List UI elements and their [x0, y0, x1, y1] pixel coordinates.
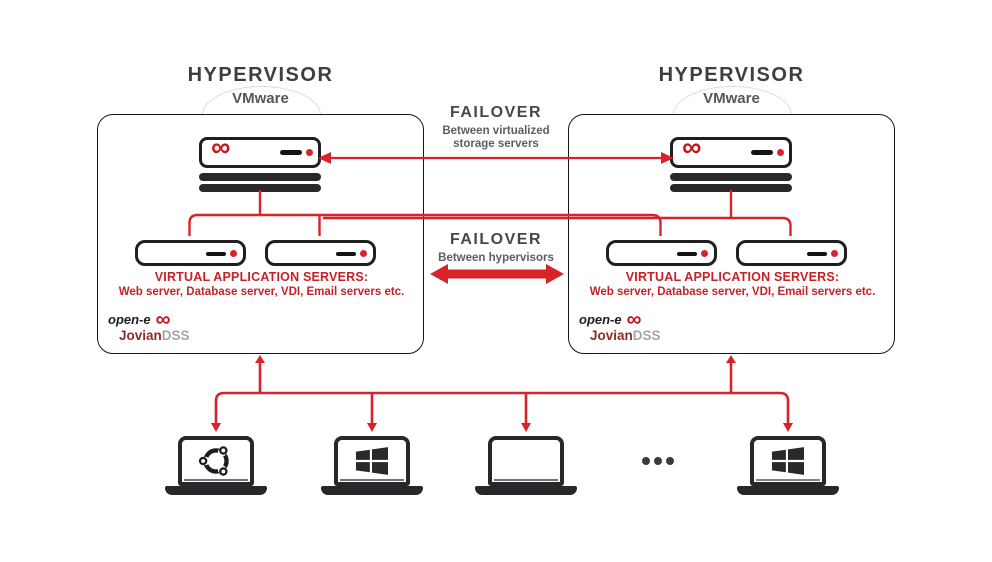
- laptop-hinge-strip: [340, 479, 404, 481]
- disk-shelf-icon: [670, 184, 792, 192]
- app-server-icon: [265, 240, 376, 266]
- failover-hypervisor-label: FAILOVER Between hypervisors: [424, 231, 568, 265]
- drive-slot-icon: [751, 150, 773, 155]
- ellipsis-icon: [642, 457, 674, 465]
- app-server-icon: [736, 240, 847, 266]
- status-led-icon: [831, 250, 838, 257]
- hypervisor-box-left: ∞ VIRTUAL APPLICATION SERVERS: Web serve…: [97, 114, 424, 354]
- laptop-base: [737, 486, 839, 495]
- drive-slot-icon: [807, 251, 827, 256]
- windows-logo-icon: [356, 447, 388, 475]
- vmware-label-left: VMware: [232, 90, 289, 107]
- failover-title: FAILOVER: [449, 231, 542, 248]
- vas-title-right: VIRTUAL APPLICATION SERVERS:: [625, 270, 840, 284]
- infinity-icon: ∞: [626, 307, 642, 331]
- laptop-hinge-strip: [184, 479, 248, 481]
- failover-subtitle-line: storage servers: [453, 138, 539, 150]
- jovian-wordmark: Jovian: [590, 328, 633, 343]
- open-e-joviandss-logo: open-e ∞ JovianDSS: [579, 307, 699, 344]
- failover-subtitle-line: Between virtualized: [442, 125, 550, 137]
- hypervisor-title-left: HYPERVISOR: [187, 64, 334, 86]
- laptop-base: [165, 486, 267, 495]
- open-e-wordmark: open-e: [579, 312, 622, 327]
- status-led-icon: [306, 149, 313, 156]
- dss-wordmark: DSS: [161, 328, 190, 343]
- failover-subtitle-line: Between hypervisors: [438, 252, 554, 264]
- ubuntu-logo-icon: [198, 446, 229, 476]
- dss-wordmark: DSS: [632, 328, 661, 343]
- windows-logo-icon: [772, 447, 804, 475]
- disk-shelf-icon: [670, 173, 792, 181]
- app-server-icon: [135, 240, 246, 266]
- app-server-icon: [606, 240, 717, 266]
- drive-slot-icon: [206, 251, 226, 256]
- drive-slot-icon: [280, 150, 302, 155]
- open-e-wordmark: open-e: [108, 312, 151, 327]
- status-led-icon: [701, 250, 708, 257]
- vas-subtitle-right: Web server, Database server, VDI, Email …: [589, 286, 876, 298]
- disk-shelf-icon: [199, 173, 321, 181]
- laptop-icon: [750, 436, 826, 486]
- vas-subtitle-left: Web server, Database server, VDI, Email …: [118, 286, 405, 298]
- status-led-icon: [777, 149, 784, 156]
- hypervisor-box-right: ∞ VIRTUAL APPLICATION SERVERS: Web serve…: [568, 114, 895, 354]
- open-e-joviandss-logo: open-e ∞ JovianDSS: [108, 307, 228, 344]
- jovian-wordmark: Jovian: [119, 328, 162, 343]
- laptop-base: [321, 486, 423, 495]
- infinity-icon: ∞: [155, 307, 171, 331]
- storage-server-icon: ∞: [199, 132, 321, 168]
- drive-slot-icon: [677, 251, 697, 256]
- storage-server-icon: ∞: [670, 132, 792, 168]
- status-led-icon: [360, 250, 367, 257]
- laptop-icon: [488, 436, 564, 486]
- vmware-label-right: VMware: [703, 90, 760, 107]
- laptop-icon: [334, 436, 410, 486]
- laptop-base: [475, 486, 577, 495]
- laptop-icon: [178, 436, 254, 486]
- infinity-icon: ∞: [682, 132, 702, 162]
- disk-shelf-icon: [199, 184, 321, 192]
- vas-title-left: VIRTUAL APPLICATION SERVERS:: [154, 270, 369, 284]
- failover-title: FAILOVER: [449, 104, 542, 121]
- infinity-icon: ∞: [211, 132, 231, 162]
- status-led-icon: [230, 250, 237, 257]
- laptop-hinge-strip: [494, 479, 558, 481]
- drive-slot-icon: [336, 251, 356, 256]
- failover-storage-label: FAILOVER Between virtualized storage ser…: [424, 104, 568, 151]
- hypervisor-title-right: HYPERVISOR: [658, 64, 805, 86]
- laptop-hinge-strip: [756, 479, 820, 481]
